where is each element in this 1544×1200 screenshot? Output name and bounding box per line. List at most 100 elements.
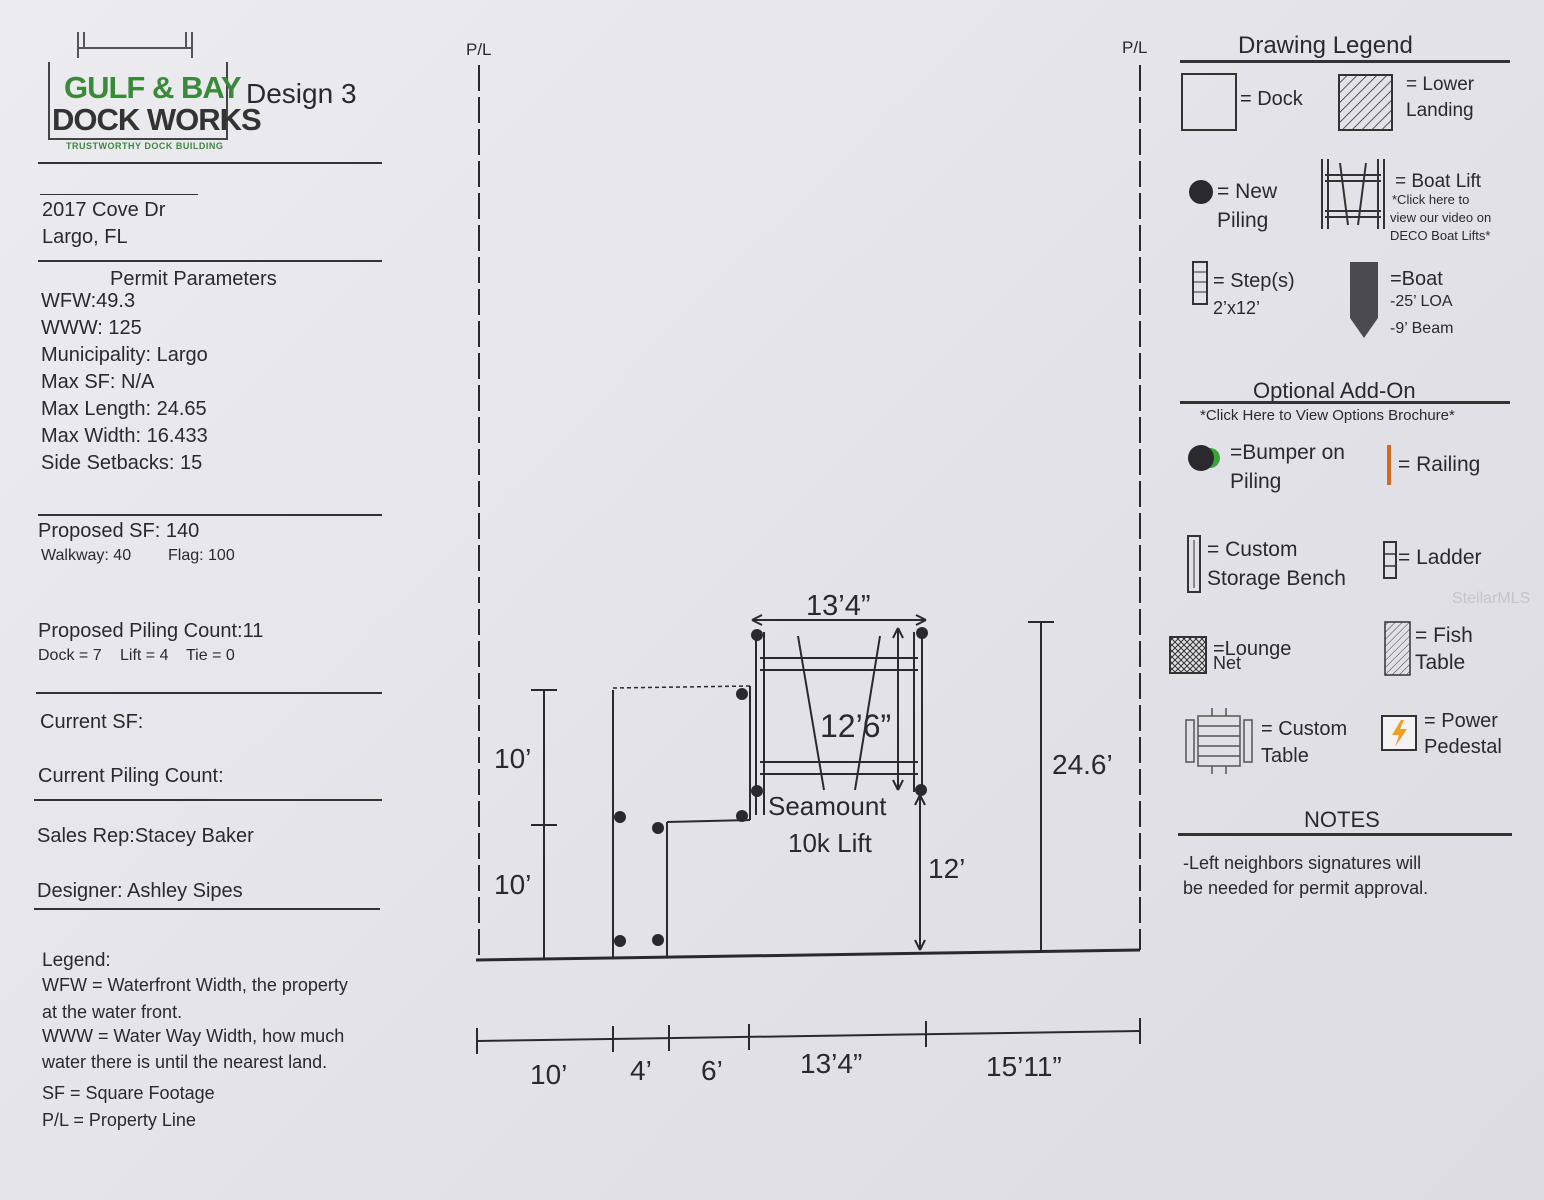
logo-dock-icon xyxy=(77,32,193,58)
divider xyxy=(40,194,198,195)
permit-max-width: Max Width: 16.433 xyxy=(41,425,208,447)
proposed-piling-count: Proposed Piling Count:11 xyxy=(38,620,264,642)
divider xyxy=(38,162,382,164)
piling xyxy=(915,784,927,796)
piling xyxy=(614,935,626,947)
address-street: 2017 Cove Dr xyxy=(42,199,166,221)
fish-table-icon xyxy=(1384,621,1411,676)
divider xyxy=(1180,60,1510,63)
addons-heading: Optional Add-On xyxy=(1253,378,1416,403)
bumper-icon xyxy=(1188,445,1220,471)
step-icon xyxy=(1192,261,1208,305)
sales-rep: Sales Rep:Stacey Baker xyxy=(37,825,254,847)
piling xyxy=(614,811,626,823)
divider xyxy=(34,908,380,910)
new-piling-icon xyxy=(1189,180,1213,204)
boat-lift-icon[interactable] xyxy=(1318,155,1390,233)
pl-left-label: P/L xyxy=(466,40,492,59)
logo-line-1: GULF & BAY xyxy=(64,70,242,105)
piling xyxy=(736,688,748,700)
divider xyxy=(1178,833,1512,836)
notes-line-2: be needed for permit approval. xyxy=(1183,878,1429,898)
addons-note[interactable]: *Click Here to View Options Brochure* xyxy=(1200,407,1455,424)
logo-frame xyxy=(48,62,228,140)
design-title: Design 3 xyxy=(246,78,357,109)
logo-tagline: TRUSTWORTHY DOCK BUILDING xyxy=(66,141,224,151)
lift-width-label: 13’4” xyxy=(806,590,871,622)
pl-right-label: P/L xyxy=(1122,38,1148,57)
legend-lower-landing-1: = Lower xyxy=(1406,74,1475,95)
lift-length-label: 12’6” xyxy=(820,708,891,744)
permit-heading: Permit Parameters xyxy=(110,268,277,290)
dim-bottom-line xyxy=(476,1030,1141,1042)
legend-new-piling-1: = New xyxy=(1217,180,1278,203)
boat-lift-note-3[interactable]: DECO Boat Lifts* xyxy=(1390,228,1491,243)
piling xyxy=(751,785,763,797)
permit-max-length: Max Length: 24.65 xyxy=(41,398,207,420)
notes-heading: NOTES xyxy=(1304,807,1380,832)
bottom-dim-1: 10’ xyxy=(530,1059,567,1090)
custom-table-icon xyxy=(1185,708,1253,774)
legend-steps-1: = Step(s) xyxy=(1213,270,1295,292)
legend-fish-2: Table xyxy=(1415,651,1466,674)
legend-boat-1: =Boat xyxy=(1390,268,1443,290)
legend-bumper-1: =Bumper on xyxy=(1230,441,1345,464)
permit-www: WWW: 125 xyxy=(41,317,142,339)
legend-power-1: = Power xyxy=(1424,710,1498,732)
bottom-dim-2: 4’ xyxy=(630,1055,652,1086)
pilings xyxy=(614,627,928,947)
legend-sf: SF = Square Footage xyxy=(42,1083,215,1103)
legend-bench-1: = Custom xyxy=(1207,538,1298,561)
proposed-flag: Flag: 100 xyxy=(168,547,235,564)
divider xyxy=(36,692,382,694)
current-piling-count: Current Piling Count: xyxy=(38,765,224,787)
legend-www: WWW = Water Way Width, how much xyxy=(42,1026,345,1046)
boat-icon xyxy=(1350,262,1378,338)
proposed-sf: Proposed SF: 140 xyxy=(38,520,200,542)
legend-custom-table-1: = Custom xyxy=(1261,718,1348,740)
legend-pl: P/L = Property Line xyxy=(42,1110,196,1130)
divider xyxy=(1180,401,1510,404)
legend-boat-3: -9’ Beam xyxy=(1390,320,1454,337)
legend-power-2: Pedestal xyxy=(1424,736,1502,758)
piling xyxy=(736,810,748,822)
legend-custom-table-2: Table xyxy=(1261,745,1309,767)
boat-lift xyxy=(755,632,923,815)
bottom-dim-5: 15’11” xyxy=(986,1051,1062,1082)
piling xyxy=(652,822,664,834)
legend-heading: Legend: xyxy=(42,950,111,971)
legend-bumper-2: Piling xyxy=(1230,470,1282,493)
bottom-dim-4: 13’4” xyxy=(800,1048,862,1079)
legend-lounge-2: Net xyxy=(1213,653,1242,673)
divider xyxy=(38,514,382,516)
permit-max-sf: Max SF: N/A xyxy=(41,371,155,393)
legend-dock: = Dock xyxy=(1240,88,1303,110)
piling-tie: Tie = 0 xyxy=(186,647,235,664)
permit-wfw: WFW:49.3 xyxy=(41,290,136,312)
piling xyxy=(916,627,928,639)
boat-lift-note-1[interactable]: *Click here to xyxy=(1392,192,1470,207)
logo-line-2: DOCK WORKS xyxy=(52,102,262,137)
legend-steps-2: 2’x12’ xyxy=(1213,298,1261,318)
legend-boat-lift[interactable]: = Boat Lift xyxy=(1395,171,1482,192)
dim-upper-10-label: 10’ xyxy=(494,743,531,774)
flag-top-edge xyxy=(612,685,751,689)
designer: Designer: Ashley Sipes xyxy=(37,880,243,902)
lift-label-2: 10k Lift xyxy=(788,828,873,858)
current-sf: Current SF: xyxy=(40,711,144,733)
boat-lift-note-2[interactable]: view our video on xyxy=(1390,210,1492,225)
dock-symbol xyxy=(1181,73,1237,131)
legend-railing: = Railing xyxy=(1398,453,1481,476)
proposed-walkway: Walkway: 40 xyxy=(41,547,132,564)
bottom-dim-3: 6’ xyxy=(701,1055,723,1086)
dim-12-label: 12’ xyxy=(928,853,965,884)
legend-lounge-1: =Lounge xyxy=(1213,638,1292,660)
watermark: StellarMLS xyxy=(1452,590,1531,607)
legend-lower-landing-2: Landing xyxy=(1406,100,1474,121)
divider xyxy=(34,799,382,801)
legend-fish-1: = Fish xyxy=(1415,624,1473,647)
power-pedestal-icon xyxy=(1381,715,1417,751)
lower-landing-symbol xyxy=(1338,74,1393,131)
legend-www-cont: water there is until the nearest land. xyxy=(42,1052,328,1072)
